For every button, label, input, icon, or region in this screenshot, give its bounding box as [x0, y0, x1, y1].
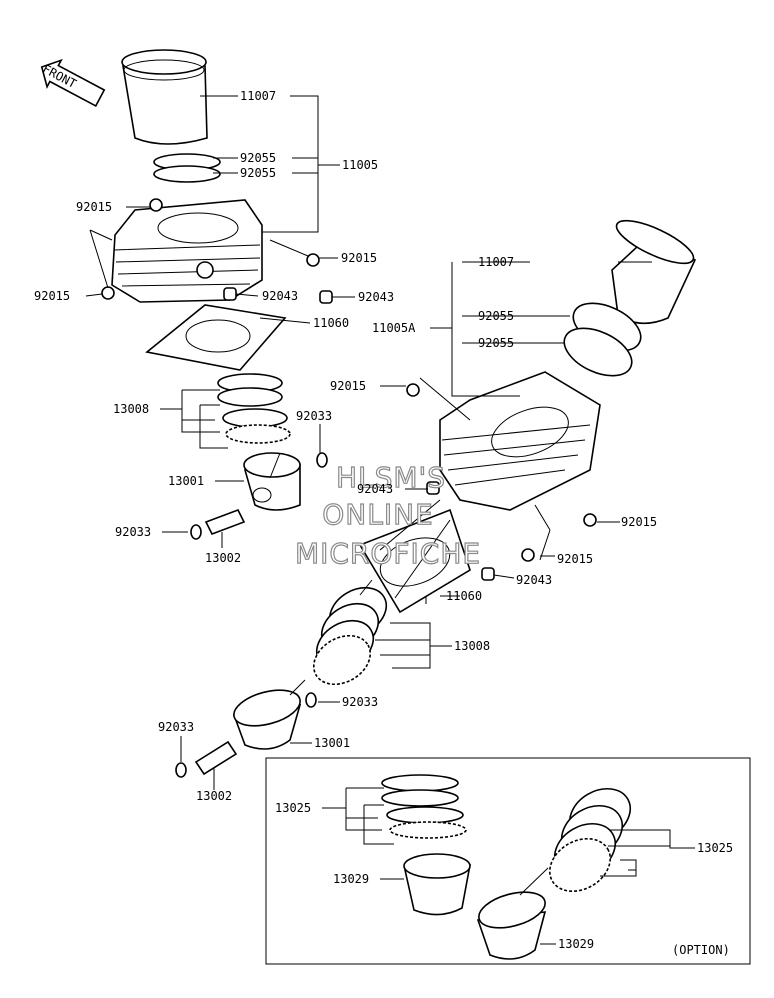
part-label-92015-upper-2: 92015	[341, 251, 377, 265]
leader-lines	[85, 95, 695, 945]
watermark-line-1: HLSM'S	[336, 461, 446, 494]
cylinder-block-lower	[439, 371, 601, 511]
option-label: (OPTION)	[672, 943, 730, 957]
nut-92015-d	[406, 383, 420, 397]
option-piston-large	[476, 891, 547, 960]
part-label-13008-lower: 13008	[454, 639, 490, 653]
part-label-13025-option-2: 13025	[697, 841, 733, 855]
part-label-13029-option-1: 13029	[333, 872, 369, 886]
part-label-92033-lower-2: 92033	[158, 720, 194, 734]
circlip-92033-c	[305, 692, 317, 708]
part-label-13029-option-2: 13029	[558, 937, 594, 951]
piston-rings-lower	[312, 586, 388, 686]
part-label-13002-upper: 13002	[205, 551, 241, 565]
dowel-92043-a	[223, 287, 237, 301]
dowel-92043-b	[319, 290, 333, 304]
part-labels: 11007 92055 92055 11005 92015 92015 9201…	[34, 89, 733, 951]
part-label-92055-upper-1: 92055	[240, 151, 276, 165]
part-label-13002-lower: 13002	[196, 789, 232, 803]
part-label-92055-lower-1: 92055	[478, 309, 514, 323]
piston-pin-upper	[204, 508, 246, 536]
part-label-92043-upper-2: 92043	[358, 290, 394, 304]
part-label-13001-lower: 13001	[314, 736, 350, 750]
part-label-92033-upper-2: 92033	[115, 525, 151, 539]
part-label-11005: 11005	[342, 158, 378, 172]
dowel-92043-c	[426, 481, 440, 495]
gasket-lower	[358, 508, 471, 614]
nut-92015-e	[583, 513, 597, 527]
part-label-92043-lower-2: 92043	[516, 573, 552, 587]
nut-92015-c	[101, 286, 115, 300]
option-piston-small	[403, 853, 471, 916]
piston-rings-upper	[217, 373, 291, 444]
nut-92015-b	[306, 253, 320, 267]
piston-pin-lower	[194, 740, 238, 776]
part-label-92033-lower-1: 92033	[342, 695, 378, 709]
option-rings-small	[381, 774, 467, 839]
watermark-line-2: ONLINE	[322, 498, 433, 531]
part-label-92015-upper-1: 92015	[76, 200, 112, 214]
part-label-11060-upper: 11060	[313, 316, 349, 330]
part-label-11060-lower: 11060	[446, 589, 482, 603]
option-box	[265, 757, 751, 965]
gasket-upper	[145, 304, 287, 371]
part-label-11007-lower: 11007	[478, 255, 514, 269]
part-label-92015-lower-1: 92015	[330, 379, 366, 393]
circlip-92033-b	[190, 524, 202, 540]
part-label-92055-upper-2: 92055	[240, 166, 276, 180]
watermark-line-3: MICROFICHE	[295, 537, 481, 570]
part-label-11007-upper: 11007	[240, 89, 276, 103]
part-label-92043-upper-1: 92043	[262, 289, 298, 303]
circlip-92033-a	[316, 452, 328, 468]
part-label-13025-option-1: 13025	[275, 801, 311, 815]
part-label-92015-lower-2: 92015	[621, 515, 657, 529]
piston-lower	[232, 689, 302, 750]
part-label-92015-lower-3: 92015	[557, 552, 593, 566]
option-rings-large	[549, 787, 631, 893]
nut-92015-f	[521, 548, 535, 562]
cylinder-liner-lower	[611, 219, 697, 325]
circlip-92033-d	[175, 762, 187, 778]
cylinder-block-upper	[111, 199, 263, 303]
piston-upper	[243, 452, 301, 511]
part-label-92043-lower-1: 92043	[357, 482, 393, 496]
part-label-11005A: 11005A	[372, 321, 416, 335]
part-label-92055-lower-2: 92055	[478, 336, 514, 350]
part-label-13001-upper: 13001	[168, 474, 204, 488]
liner-rings-lower	[563, 302, 642, 377]
front-arrow-icon: FRONT	[40, 58, 106, 107]
cylinder-liner-upper	[121, 49, 208, 145]
part-label-13008-upper: 13008	[113, 402, 149, 416]
part-label-92033-upper-1: 92033	[296, 409, 332, 423]
watermark: HLSM'S ONLINE MICROFICHE	[294, 460, 481, 570]
part-label-92015-upper-3: 92015	[34, 289, 70, 303]
dowel-92043-d	[481, 567, 495, 581]
nut-92015-a	[149, 198, 163, 212]
liner-rings-upper	[153, 153, 221, 183]
